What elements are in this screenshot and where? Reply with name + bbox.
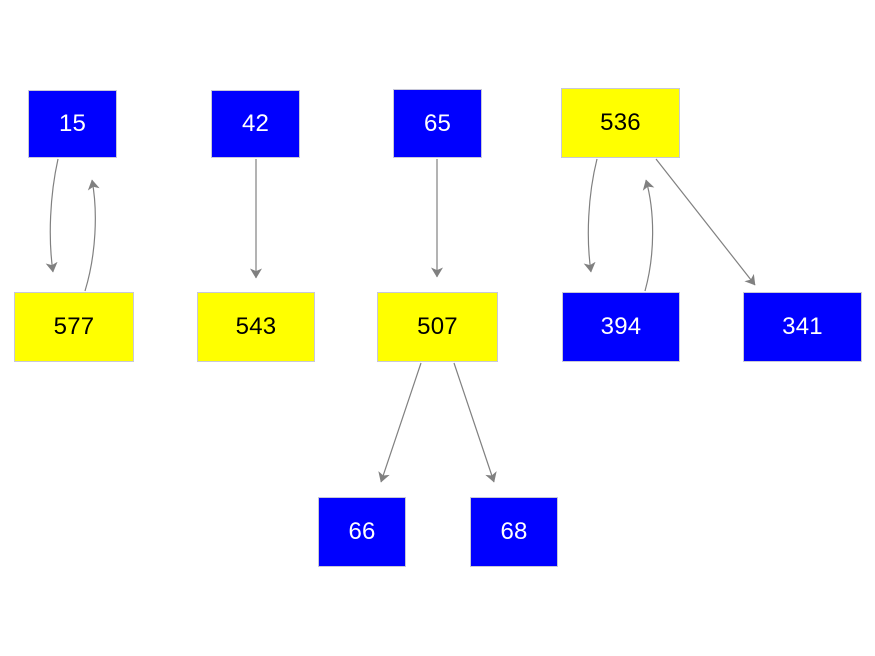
edge-536-to-394 xyxy=(583,158,598,273)
node-394[interactable]: 394 xyxy=(562,292,680,362)
node-label: 394 xyxy=(600,313,642,340)
edge-536-to-341 xyxy=(655,158,756,286)
edge-577-to-15 xyxy=(84,179,100,292)
node-577[interactable]: 577 xyxy=(14,292,134,362)
node-65[interactable]: 65 xyxy=(393,89,482,158)
edge-394-to-536 xyxy=(642,179,655,292)
node-15[interactable]: 15 xyxy=(28,90,117,158)
node-label: 536 xyxy=(600,109,641,136)
node-label: 15 xyxy=(58,110,87,137)
node-507[interactable]: 507 xyxy=(377,292,498,362)
node-label: 65 xyxy=(423,109,452,137)
node-label: 507 xyxy=(417,313,458,340)
edge-507-to-68 xyxy=(453,362,497,483)
node-label: 341 xyxy=(782,313,823,340)
node-543[interactable]: 543 xyxy=(197,292,315,362)
node-341[interactable]: 341 xyxy=(743,292,862,362)
node-536[interactable]: 536 xyxy=(561,88,680,158)
node-66[interactable]: 66 xyxy=(318,497,406,567)
node-label: 68 xyxy=(500,518,528,545)
edge-507-to-66 xyxy=(378,362,422,483)
node-label: 42 xyxy=(241,110,270,137)
node-label: 66 xyxy=(348,518,376,545)
node-label: 577 xyxy=(53,313,95,340)
node-label: 543 xyxy=(235,313,277,340)
edge-15-to-577 xyxy=(45,158,59,273)
node-68[interactable]: 68 xyxy=(470,497,558,567)
node-42[interactable]: 42 xyxy=(211,90,300,158)
